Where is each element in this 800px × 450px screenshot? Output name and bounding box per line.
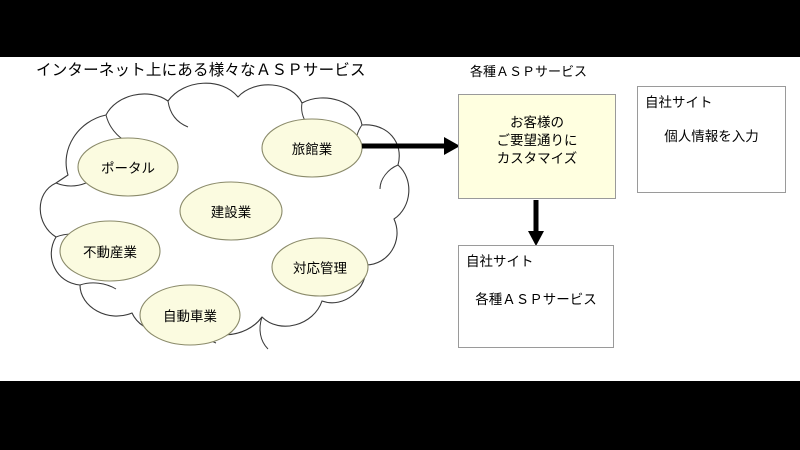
letterbox-top [0, 0, 800, 57]
service-ellipse-group [59, 118, 369, 346]
asp-customize-line: カスタマイズ [496, 150, 578, 166]
arrow-asp-to-own-site [528, 200, 544, 246]
own-site-personal-info-box[interactable]: 自社サイト 個人情報を入力 [637, 86, 786, 193]
asp-customize-line: ご要望通りに [496, 132, 578, 148]
own-site-right-header: 自社サイト [645, 95, 713, 110]
asp-customize-line: お客様の [510, 115, 564, 130]
own-site-asp-services-box[interactable]: 自社サイト 各種ＡＳＰサービス [458, 245, 614, 348]
asp-box-title: 各種ＡＳＰサービス [470, 64, 588, 79]
diagram-vector-layer [39, 82, 544, 350]
service-ellipse[interactable] [271, 237, 369, 297]
service-ellipse[interactable] [261, 118, 363, 178]
asp-customize-box[interactable]: お客様のご要望通りにカスタマイズ [458, 94, 616, 199]
diagram-area: ポータル旅館業建設業不動産業対応管理自動車業 インターネット上にある様々なＡＳＰ… [0, 57, 800, 381]
service-ellipse[interactable] [139, 284, 241, 346]
asp-customize-text: お客様のご要望通りにカスタマイズ [459, 114, 615, 168]
own-site-bottom-header: 自社サイト [466, 254, 534, 269]
arrow-cloud-to-asp [362, 137, 460, 155]
cloud-title: インターネット上にある様々なＡＳＰサービス [36, 62, 366, 79]
own-site-right-body: 個人情報を入力 [664, 129, 759, 144]
own-site-bottom-body: 各種ＡＳＰサービス [475, 292, 597, 307]
letterbox-bottom [0, 381, 800, 450]
service-ellipse[interactable] [179, 181, 283, 241]
service-ellipse[interactable] [77, 137, 179, 197]
service-ellipse[interactable] [59, 220, 161, 282]
